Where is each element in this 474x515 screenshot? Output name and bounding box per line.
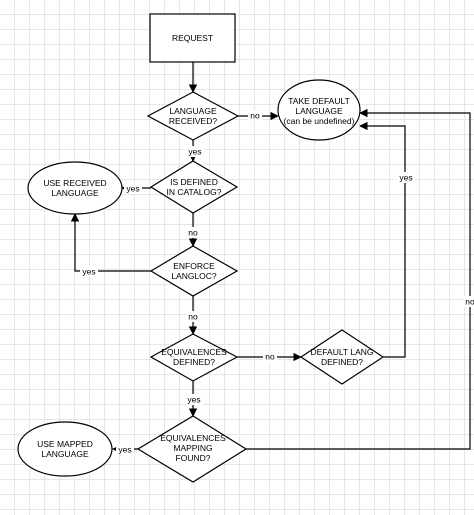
edge-label-language-yes: yes <box>185 146 205 157</box>
node-equivalences-defined-line1: EQUIVALENCES <box>161 347 227 357</box>
node-use-mapped-language: USE MAPPED LANGUAGE <box>17 421 113 477</box>
node-take-default-line2: LANGUAGE <box>295 106 343 116</box>
edge-enforce-yes <box>70 213 151 272</box>
node-default-lang-line1: DEFAULT LANG <box>311 347 374 357</box>
node-request-label: REQUEST <box>172 33 213 43</box>
node-take-default-language: TAKE DEFAULT LANGUAGE (can be undefined) <box>277 79 361 141</box>
edge-label-equiv-yes: yes <box>185 394 203 405</box>
node-use-mapped-line1: USE MAPPED <box>37 439 93 449</box>
label-found-no: no <box>465 297 474 307</box>
node-is-defined-line2: IN CATALOG? <box>167 187 222 197</box>
label-enforce-yes: yes <box>82 267 95 277</box>
node-mapping-found-line1: EQUIVALENCES <box>160 433 226 443</box>
node-enforce-line1: ENFORCE <box>173 261 215 271</box>
edge-label-catalog-yes: yes <box>124 183 142 194</box>
label-lang-yes: yes <box>188 147 201 157</box>
node-request: REQUEST <box>149 13 236 63</box>
node-language-received-line2: RECEIVED? <box>169 116 217 126</box>
label-lang-no: no <box>250 111 260 121</box>
edge-label-equiv-no: no <box>263 351 277 362</box>
edge-label-enforce-no: no <box>186 311 200 322</box>
node-use-received-language: USE RECEIVED LANGUAGE <box>27 161 123 215</box>
node-equivalences-defined: EQUIVALENCES DEFINED? <box>149 333 239 382</box>
node-default-lang-defined: DEFAULT LANG DEFINED? <box>299 329 385 385</box>
node-use-mapped-line2: LANGUAGE <box>41 449 89 459</box>
node-take-default-line1: TAKE DEFAULT <box>288 96 350 106</box>
node-equivalences-mapping-found: EQUIVALENCES MAPPING FOUND? <box>136 415 248 483</box>
label-found-yes: yes <box>118 445 131 455</box>
edge-label-language-no: no <box>248 110 262 121</box>
node-enforce-line2: LANGLOC? <box>171 271 217 281</box>
edge-label-default-yes: yes <box>397 172 415 183</box>
node-take-default-line3: (can be undefined) <box>284 116 355 126</box>
edge-label-catalog-no: no <box>186 227 200 238</box>
node-default-lang-line2: DEFINED? <box>321 357 363 367</box>
edge-default-yes <box>359 121 406 358</box>
edge-label-found-yes: yes <box>116 444 134 455</box>
edge-found-no <box>246 108 471 450</box>
node-use-received-line1: USE RECEIVED <box>43 178 106 188</box>
node-language-received: LANGUAGE RECEIVED? <box>146 91 240 141</box>
edge-label-enforce-yes: yes <box>80 266 98 277</box>
node-is-defined-line1: IS DEFINED <box>170 177 218 187</box>
edge-label-found-no: no <box>463 296 474 307</box>
node-use-received-line2: LANGUAGE <box>51 188 99 198</box>
node-mapping-found-line2: MAPPING <box>173 443 212 453</box>
label-equiv-yes: yes <box>187 395 200 405</box>
node-equivalences-defined-line2: DEFINED? <box>173 357 215 367</box>
node-language-received-line1: LANGUAGE <box>169 106 217 116</box>
node-enforce-langloc: ENFORCE LANGLOC? <box>149 245 239 297</box>
label-catalog-yes: yes <box>126 184 139 194</box>
label-default-yes: yes <box>399 173 412 183</box>
node-is-defined-in-catalog: IS DEFINED IN CATALOG? <box>149 160 239 214</box>
label-enforce-no: no <box>188 312 198 322</box>
nodes: REQUEST LANGUAGE RECEIVED? TAKE DEFAULT … <box>17 13 385 483</box>
node-mapping-found-line3: FOUND? <box>176 453 211 463</box>
label-equiv-no: no <box>265 352 275 362</box>
edges: take default --> no is defined --> yes u… <box>70 62 474 455</box>
label-catalog-no: no <box>188 228 198 238</box>
